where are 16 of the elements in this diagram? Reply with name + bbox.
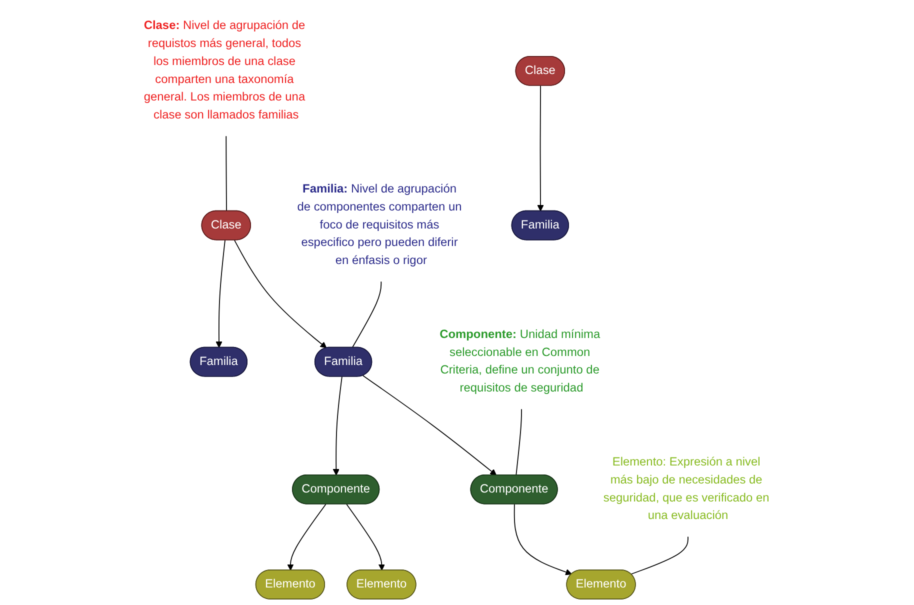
arrow: [216, 240, 226, 348]
arrow: [537, 85, 544, 212]
arrow: [346, 504, 385, 571]
arrow: [287, 504, 326, 571]
node-text: Familia: Nivel de agrupación de componentes comparten un foco de requisitos más especifico pero pueden diferir en énfasis o rigor: [297, 182, 462, 268]
arrow: [514, 504, 572, 576]
connector: [226, 135, 227, 212]
node-text: Elemento: Expresión a nivel más bajo de necesidades de seguridad, que es verificado en una evaluación: [603, 456, 770, 522]
connector: [352, 280, 382, 348]
connector: [630, 536, 688, 575]
node-text: Clase: Nivel de agrupación de requistos más general, todos los miembros de una clase comparten una taxonomía general. Los miembros de una clase son llamados familias: [144, 19, 306, 122]
arrow: [362, 375, 497, 476]
arrow: [332, 376, 342, 476]
arrow: [234, 240, 327, 348]
node-text: Componente: Unidad mínima seleccionable en Common Criteria, define un conjunto de requisitos de seguridad: [440, 328, 600, 395]
connector: [516, 408, 522, 476]
